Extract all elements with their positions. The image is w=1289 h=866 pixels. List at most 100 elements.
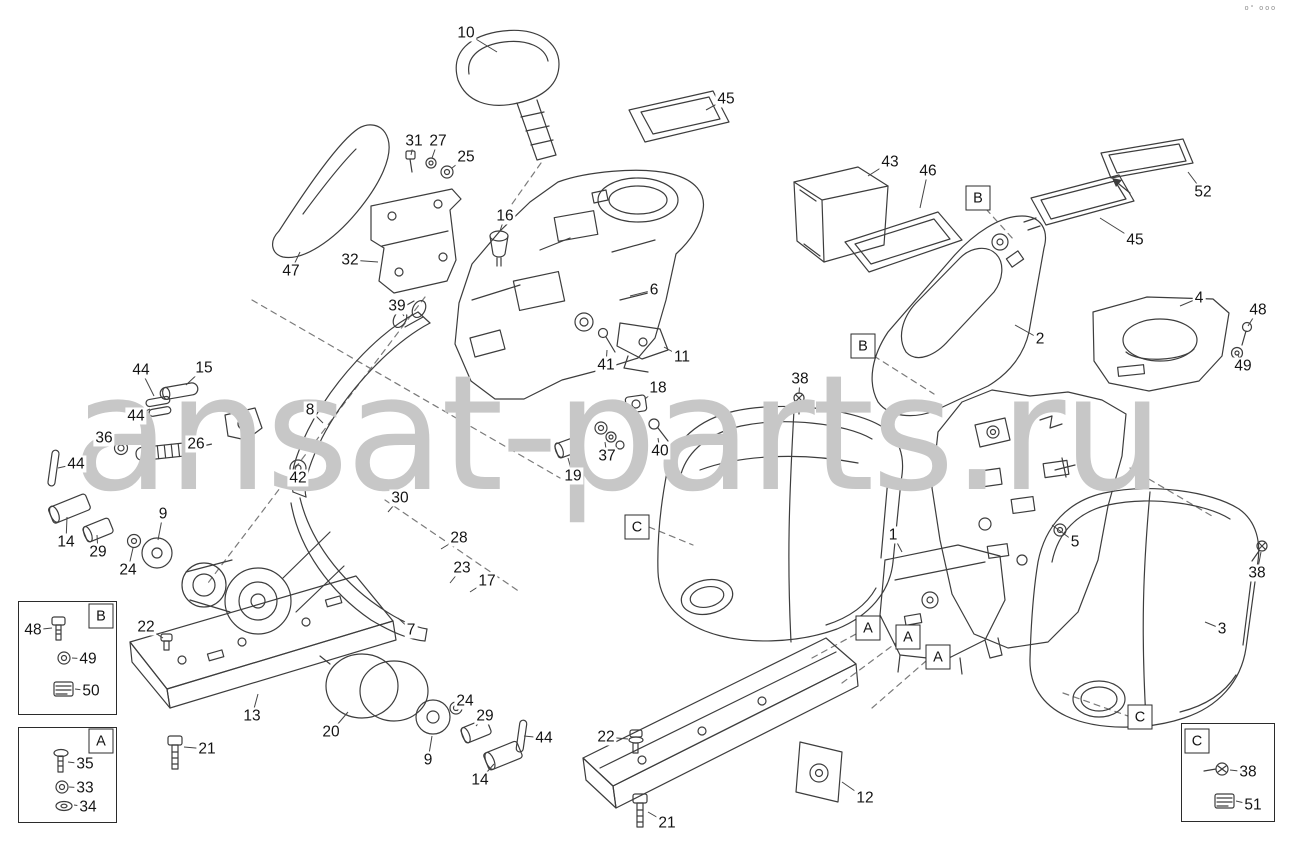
- part-number-30-33: 30: [389, 489, 411, 507]
- part-number-44-30: 44: [65, 455, 87, 473]
- part-number-45-11: 45: [1124, 231, 1146, 249]
- part-number-18-24: 18: [647, 379, 669, 397]
- nut-18: [624, 394, 648, 414]
- part-number-11-17: 11: [671, 348, 693, 366]
- screw-38-b: [1251, 540, 1268, 562]
- part-number-22-47: 22: [135, 618, 157, 636]
- part-number-45-1: 45: [715, 90, 737, 108]
- section-marker-c-6: C: [1127, 704, 1153, 730]
- part-number-14-56: 14: [469, 771, 491, 789]
- part-number-22-58: 22: [595, 728, 617, 746]
- part-number-46-9: 46: [917, 162, 939, 180]
- part-number-6-12: 6: [647, 281, 661, 299]
- part-rail-12: [582, 637, 859, 809]
- section-marker-b-0: B: [965, 185, 991, 211]
- fasteners-31-27-25: [405, 150, 454, 179]
- washer-9-b: [415, 699, 451, 735]
- pin-15: [159, 382, 199, 401]
- part-number-49-45: 49: [77, 650, 99, 668]
- part-number-29-35: 29: [87, 543, 109, 561]
- section-marker-a-8: A: [88, 728, 114, 754]
- part-number-51-65: 51: [1242, 796, 1264, 814]
- part-number-43-8: 43: [879, 153, 901, 171]
- part-number-10-0: 10: [455, 24, 477, 42]
- part-number-5-42: 5: [1068, 533, 1082, 551]
- part-bracket-11: [616, 322, 669, 373]
- part-number-26-26: 26: [185, 435, 207, 453]
- part-number-27-3: 27: [427, 132, 449, 150]
- bolt-21-a: [167, 735, 183, 770]
- bushing-29-b: [460, 718, 492, 744]
- corner-mark: o° ooo: [1244, 5, 1277, 12]
- nut-36: [113, 440, 129, 456]
- part-panel-1: [657, 405, 904, 643]
- part-number-44-57: 44: [533, 729, 555, 747]
- part-number-52-10: 52: [1192, 183, 1214, 201]
- pin-14-b: [483, 740, 523, 771]
- part-number-50-46: 50: [80, 682, 102, 700]
- part-number-16-7: 16: [494, 207, 516, 225]
- legend-a-icons: [53, 748, 73, 812]
- pin-14-a: [48, 493, 91, 524]
- part-number-48-44: 48: [22, 621, 44, 639]
- part-number-28-38: 28: [448, 529, 470, 547]
- part-number-48-15: 48: [1247, 301, 1269, 319]
- bolt-22-b: [628, 729, 644, 754]
- section-marker-c-2: C: [624, 514, 650, 540]
- part-number-37-28: 37: [596, 447, 618, 465]
- section-marker-a-4: A: [895, 624, 921, 650]
- part-frame-5: [931, 389, 1127, 659]
- part-number-14-36: 14: [55, 533, 77, 551]
- legend-c-icons: [1203, 762, 1235, 809]
- washer-24-a: [126, 533, 142, 549]
- part-frame-45-right: [1030, 174, 1135, 226]
- part-number-34-61: 34: [77, 798, 99, 816]
- part-number-9-55: 9: [421, 751, 435, 769]
- part-frame-45-top: [628, 90, 730, 143]
- legend-box-a: [18, 727, 117, 823]
- legend-box-c: [1181, 723, 1275, 822]
- part-spring-20: [319, 653, 429, 722]
- bolt-22-a: [160, 633, 173, 651]
- part-number-42-31: 42: [287, 469, 309, 487]
- part-number-38-64: 38: [1237, 763, 1259, 781]
- washer-9-a: [141, 537, 173, 569]
- washers-37: [594, 421, 625, 450]
- part-bracket-32: [370, 188, 462, 294]
- part-number-44-20: 44: [130, 361, 152, 379]
- part-lid-47: [272, 124, 390, 259]
- part-number-24-53: 24: [454, 692, 476, 710]
- part-number-1-41: 1: [886, 526, 900, 544]
- part-number-36-25: 36: [93, 429, 115, 447]
- part-number-21-63: 21: [656, 814, 678, 832]
- part-number-17-40: 17: [476, 572, 498, 590]
- part-cam-assembly: [181, 531, 345, 635]
- part-number-3-49: 3: [1215, 620, 1229, 638]
- part-plug-16: [489, 230, 509, 267]
- part-number-4-14: 4: [1192, 289, 1206, 307]
- section-marker-a-3: A: [855, 615, 881, 641]
- arrow-icon: [1112, 178, 1131, 194]
- part-number-21-51: 21: [196, 740, 218, 758]
- bolt-40: [648, 418, 669, 442]
- part-number-33-60: 33: [74, 779, 96, 797]
- part-number-47-5: 47: [280, 262, 302, 280]
- part-mat-46: [844, 211, 963, 273]
- part-cover-4: [1092, 296, 1230, 392]
- part-number-15-19: 15: [193, 359, 215, 377]
- part-number-20-52: 20: [320, 723, 342, 741]
- part-number-12-62: 12: [854, 789, 876, 807]
- part-number-41-21: 41: [595, 356, 617, 374]
- section-marker-b-1: B: [850, 333, 876, 359]
- part-mount-bracket: [224, 407, 263, 441]
- part-number-19-32: 19: [562, 467, 584, 485]
- part-number-24-37: 24: [117, 561, 139, 579]
- bolt-41: [597, 327, 616, 353]
- part-number-31-2: 31: [403, 132, 425, 150]
- part-number-32-6: 32: [339, 251, 361, 269]
- part-number-38-43: 38: [1246, 564, 1268, 582]
- part-number-39-16: 39: [386, 297, 408, 315]
- part-rail-13: [129, 575, 397, 709]
